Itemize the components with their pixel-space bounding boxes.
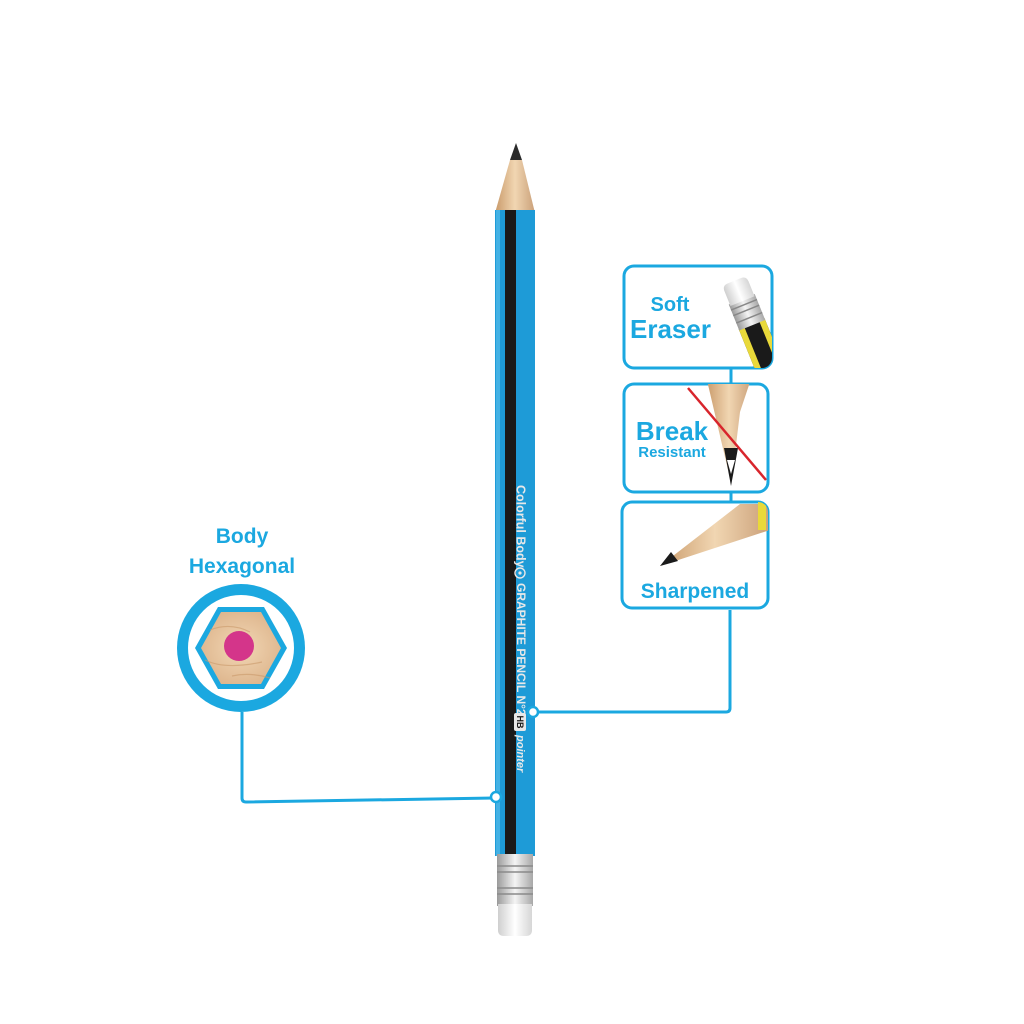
pencil-imprint-main: Colorful Body xyxy=(514,485,528,568)
feature-box-break xyxy=(622,382,770,494)
pencil-eraser xyxy=(498,904,532,936)
hexagon-cross-section xyxy=(177,584,305,712)
pencil-grade-badge xyxy=(514,713,526,731)
eraser-label-line1: Soft xyxy=(650,294,690,316)
pencil-graphite-tip xyxy=(510,143,522,160)
sharpened-pencil-icon xyxy=(660,502,768,566)
connector-features xyxy=(533,610,732,714)
main-pencil: Colorful Body GRAPHITE PENCIL N°2 HB poi… xyxy=(495,143,535,936)
pencil-ferrule xyxy=(497,854,533,906)
connector-dot-features xyxy=(526,705,540,719)
graphite-core-dot xyxy=(224,631,254,661)
eraser-label-line2: Eraser xyxy=(630,314,711,344)
feature-box-eraser xyxy=(622,264,774,370)
pencil-grade: HB xyxy=(515,716,525,729)
break-label-line1: Break xyxy=(635,416,709,446)
pencil-imprint-product: GRAPHITE PENCIL N°2 xyxy=(514,583,528,716)
body-label-line1: Body xyxy=(215,525,269,548)
connector-dot-body xyxy=(489,790,503,804)
pencil-imprint-dot-icon xyxy=(514,567,526,579)
connectors xyxy=(240,368,733,804)
sharpened-label: Sharpened xyxy=(640,580,750,603)
pencil-brand: pointer xyxy=(514,734,526,773)
body-label-line2: Hexagonal xyxy=(188,555,296,578)
break-label-line2: Resistant xyxy=(638,444,706,461)
eraser-pencil-icon xyxy=(723,277,772,368)
connector-body xyxy=(240,712,495,804)
break-slash-icon xyxy=(687,387,767,481)
pencil-wood-cone xyxy=(495,160,535,213)
break-pencil-icon xyxy=(687,384,767,486)
feature-box-sharpened xyxy=(620,500,770,610)
